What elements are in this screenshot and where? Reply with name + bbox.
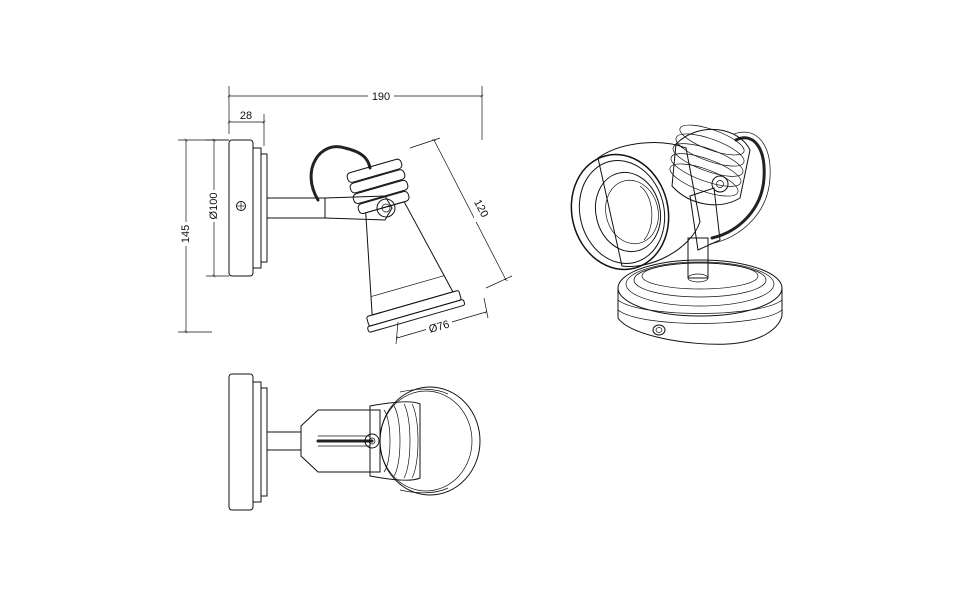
- lamp-shade-top: [379, 386, 481, 496]
- screw-icon: [236, 201, 246, 211]
- cable-side: [309, 145, 372, 202]
- socket-top: [364, 401, 421, 481]
- arm-top: [266, 431, 302, 451]
- dim-plate-depth: 28: [227, 110, 266, 146]
- cable-perspective: [710, 136, 766, 240]
- overall-width-label: 190: [372, 91, 390, 103]
- wall-plate-perspective: [617, 259, 783, 345]
- plate-depth-label: 28: [240, 110, 252, 122]
- perspective-view: [570, 124, 783, 345]
- dim-overall-height: 145: [176, 138, 229, 334]
- dim-plate-diameter: Ø100: [204, 138, 229, 278]
- wall-plate-top: [228, 373, 268, 511]
- shade-diameter-label: Ø76: [428, 318, 451, 335]
- lamp-shade-side: [346, 158, 466, 333]
- socket-perspective: [669, 124, 751, 206]
- side-view: [228, 139, 466, 333]
- lamp-shade-perspective: [570, 142, 701, 271]
- arm-side: [266, 195, 393, 221]
- overall-height-label: 145: [180, 225, 192, 243]
- wall-plate-side: [228, 139, 268, 277]
- switch-button: [652, 324, 666, 336]
- plate-diameter-label: Ø100: [208, 193, 220, 220]
- pivot-knob: [376, 198, 396, 218]
- yoke-bracket: [300, 409, 381, 473]
- stem-perspective: [687, 237, 709, 283]
- top-view: [228, 373, 481, 511]
- dim-shade-length: 120: [409, 137, 513, 289]
- dim-shade-diameter: Ø76: [395, 297, 489, 345]
- dim-overall-width: 190: [227, 86, 484, 140]
- yoke-perspective: [689, 175, 729, 251]
